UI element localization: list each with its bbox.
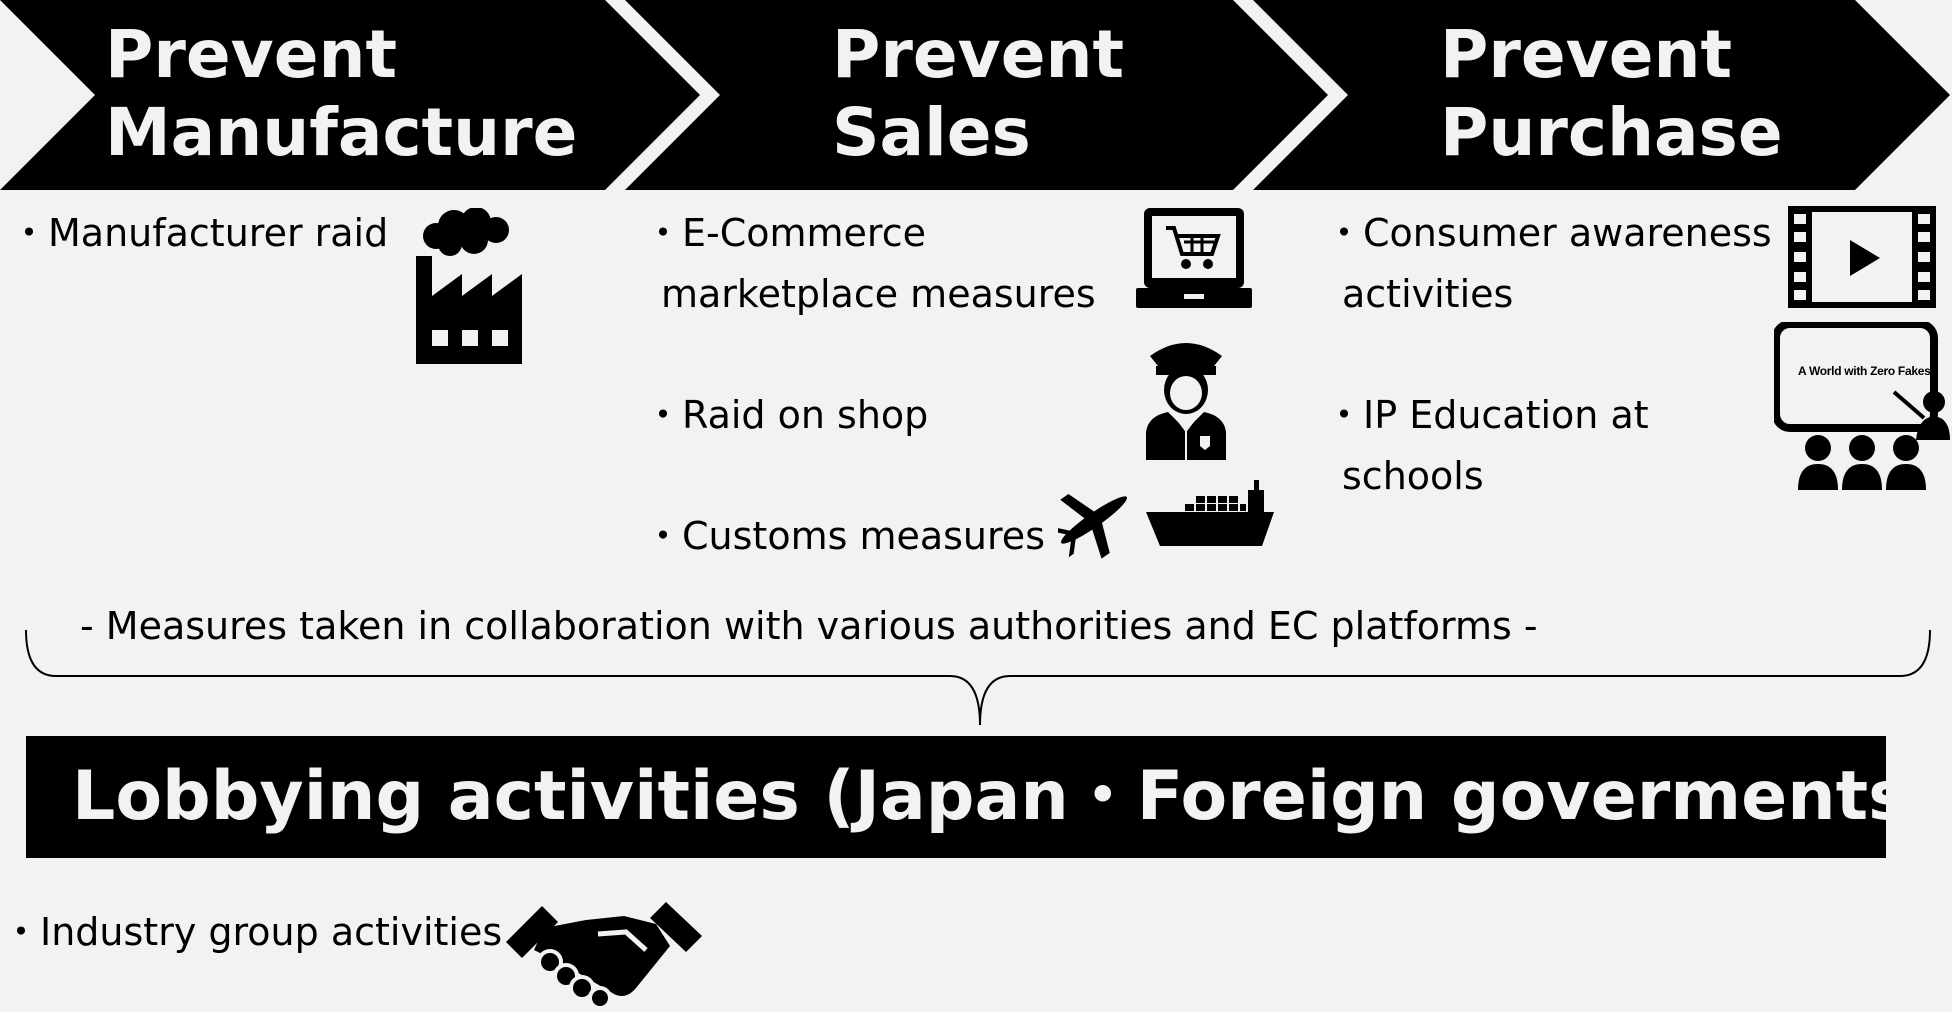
stage-title-line1: Prevent [105, 16, 398, 93]
list-item-customs-measures: ・Customs measures [644, 506, 1045, 567]
item-label: ・Raid on shop [644, 393, 929, 437]
chevron-purchase [1253, 0, 1950, 190]
stage-title-purchase: Prevent Purchase [1440, 16, 1783, 172]
item-label-line2: activities [1342, 272, 1514, 316]
stage-title-line1: Prevent [1440, 16, 1733, 93]
chevron-manufacture [0, 0, 700, 190]
list-item-consumer-awareness: ・Consumer awareness activities [1325, 203, 1772, 325]
item-label: ・Consumer awareness [1325, 211, 1772, 255]
item-label: ・Industry group activities [2, 910, 503, 954]
police-officer-icon [1146, 343, 1226, 460]
list-item-raid-on-shop: ・Raid on shop [644, 385, 928, 446]
airplane-ship-icon [1058, 480, 1274, 559]
list-item-manufacturer-raid: ・Manufacturer raid [10, 203, 388, 264]
list-item-industry-group: ・Industry group activities [2, 902, 502, 963]
classroom-icon: A World with Zero Fakes [1774, 322, 1950, 492]
video-play-icon [1788, 206, 1936, 308]
laptop-cart-icon [1136, 208, 1252, 308]
stage-title-sales: Prevent Sales [832, 16, 1124, 172]
factory-icon [416, 208, 522, 364]
item-label: ・Manufacturer raid [10, 211, 389, 255]
lobbying-title: Lobbying activities (Japan・Foreign gover… [72, 757, 1940, 836]
stage-title-line2: Manufacture [105, 94, 578, 171]
item-label: ・Customs measures [644, 514, 1045, 558]
collaboration-brace [25, 629, 1931, 726]
stage-title-line1: Prevent [832, 16, 1125, 93]
item-label: ・E-Commerce [644, 211, 926, 255]
item-label-line2: schools [1342, 454, 1484, 498]
collaboration-note: - Measures taken in collaboration with v… [80, 604, 1538, 648]
item-label: ・IP Education at [1325, 393, 1649, 437]
list-item-ip-education: ・IP Education at schools [1325, 385, 1649, 507]
item-label-line2: marketplace measures [661, 272, 1096, 316]
list-item-ecommerce: ・E-Commerce marketplace measures [644, 203, 1096, 325]
chevron-sales [625, 0, 1328, 190]
classroom-board-text: A World with Zero Fakes [1798, 364, 1931, 378]
lobbying-banner: Lobbying activities (Japan・Foreign gover… [26, 736, 1940, 858]
stage-title-manufacture: Prevent Manufacture [105, 16, 577, 172]
stage-title-line2: Purchase [1440, 94, 1783, 171]
stage-title-line2: Sales [832, 94, 1031, 171]
handshake-icon [506, 902, 702, 1010]
